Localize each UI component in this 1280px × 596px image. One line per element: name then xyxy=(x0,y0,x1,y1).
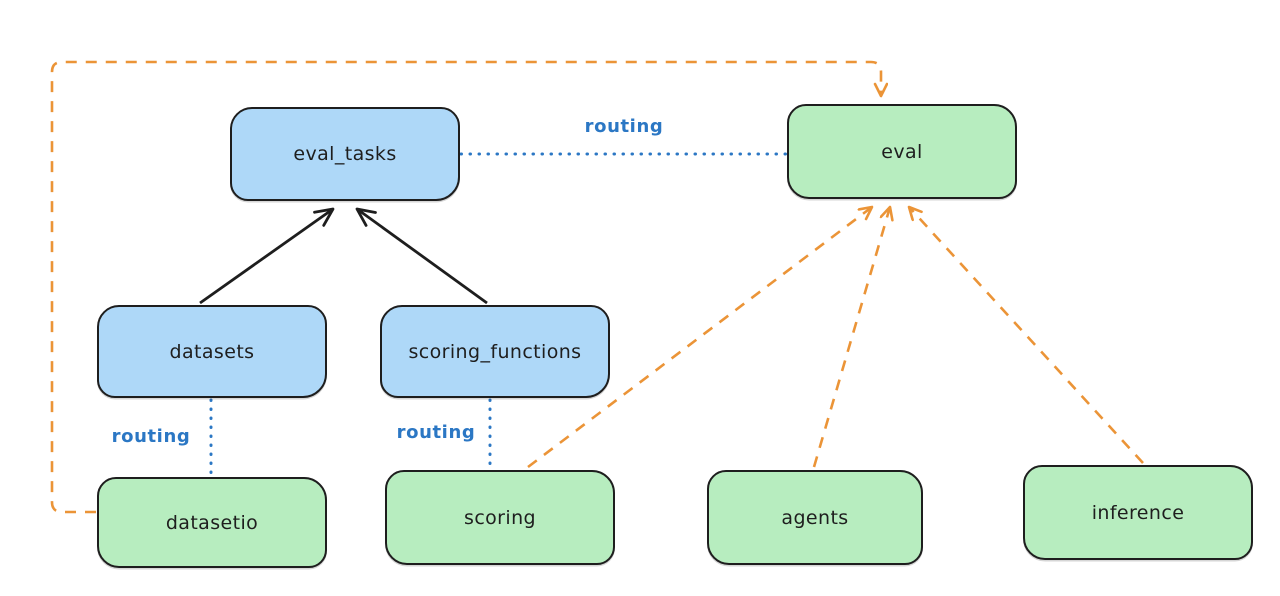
edge-label-routing-scoring: routing xyxy=(396,422,476,443)
edge-label-routing-datasetio: routing xyxy=(111,426,191,447)
node-eval: eval xyxy=(787,104,1017,199)
edge-label-routing-top: routing xyxy=(584,116,664,137)
node-inference-label: inference xyxy=(1091,501,1185,524)
node-datasetio: datasetio xyxy=(97,477,327,568)
node-eval-tasks: eval_tasks xyxy=(230,107,460,201)
node-datasets-label: datasets xyxy=(169,340,255,363)
node-inference: inference xyxy=(1023,465,1253,560)
node-scoring-label: scoring xyxy=(464,506,536,529)
edge-scoring-functions-to-eval-tasks xyxy=(355,207,488,305)
node-eval-label: eval xyxy=(881,140,923,163)
node-datasetio-label: datasetio xyxy=(165,511,259,534)
node-scoring-functions-label: scoring_functions xyxy=(408,340,582,363)
edge-agents-to-eval xyxy=(812,207,890,468)
node-agents: agents xyxy=(707,470,923,565)
node-scoring: scoring xyxy=(385,470,615,565)
edge-inference-to-eval xyxy=(909,207,1144,464)
edge-datasets-to-eval-tasks xyxy=(199,207,335,305)
node-agents-label: agents xyxy=(781,506,849,529)
node-datasets: datasets xyxy=(97,305,327,398)
edge-datasetio-to-eval-loop xyxy=(50,60,881,514)
node-eval-tasks-label: eval_tasks xyxy=(293,143,397,165)
node-scoring-functions: scoring_functions xyxy=(380,305,610,398)
